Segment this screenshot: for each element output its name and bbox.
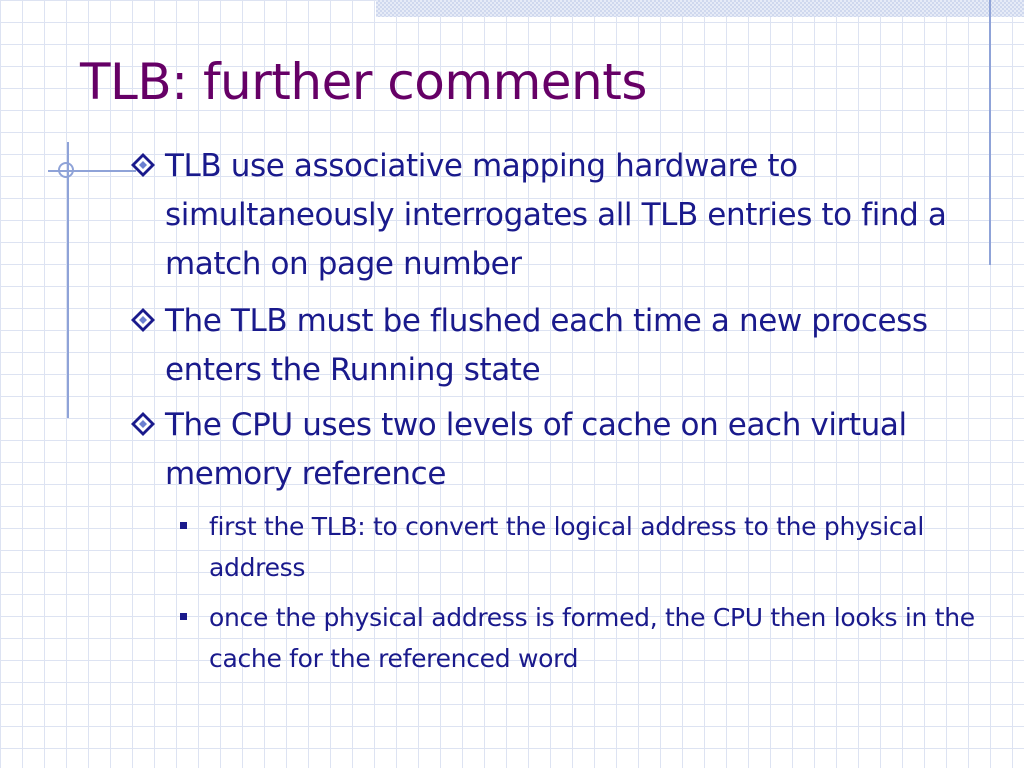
horizontal-decorative-rule [48, 170, 136, 172]
bullet-item: The CPU uses two levels of cache on each… [128, 401, 978, 499]
square-bullet-icon [180, 522, 187, 529]
top-decorative-band [376, 0, 1024, 17]
sub-bullet-text: first the TLB: to convert the logical ad… [209, 512, 924, 582]
bullet-text: The TLB must be flushed each time a new … [165, 303, 928, 388]
diamond-bullet-icon [131, 308, 155, 332]
bullet-text: The CPU uses two levels of cache on each… [165, 407, 907, 492]
diamond-bullet-icon [131, 153, 155, 177]
bullet-item: TLB use associative mapping hardware to … [128, 142, 978, 289]
sub-bullet-item: once the physical address is formed, the… [178, 597, 978, 679]
square-bullet-icon [180, 613, 187, 620]
sub-bullet-text: once the physical address is formed, the… [209, 603, 975, 673]
sub-bullet-item: first the TLB: to convert the logical ad… [178, 506, 978, 588]
ring-decoration-icon [58, 162, 74, 178]
diamond-bullet-icon [131, 412, 155, 436]
right-decorative-line [989, 0, 991, 265]
slide-title: TLB: further comments [80, 53, 647, 111]
bullet-item: The TLB must be flushed each time a new … [128, 297, 978, 395]
bullet-text: TLB use associative mapping hardware to … [165, 148, 947, 282]
left-decorative-line [67, 142, 69, 418]
